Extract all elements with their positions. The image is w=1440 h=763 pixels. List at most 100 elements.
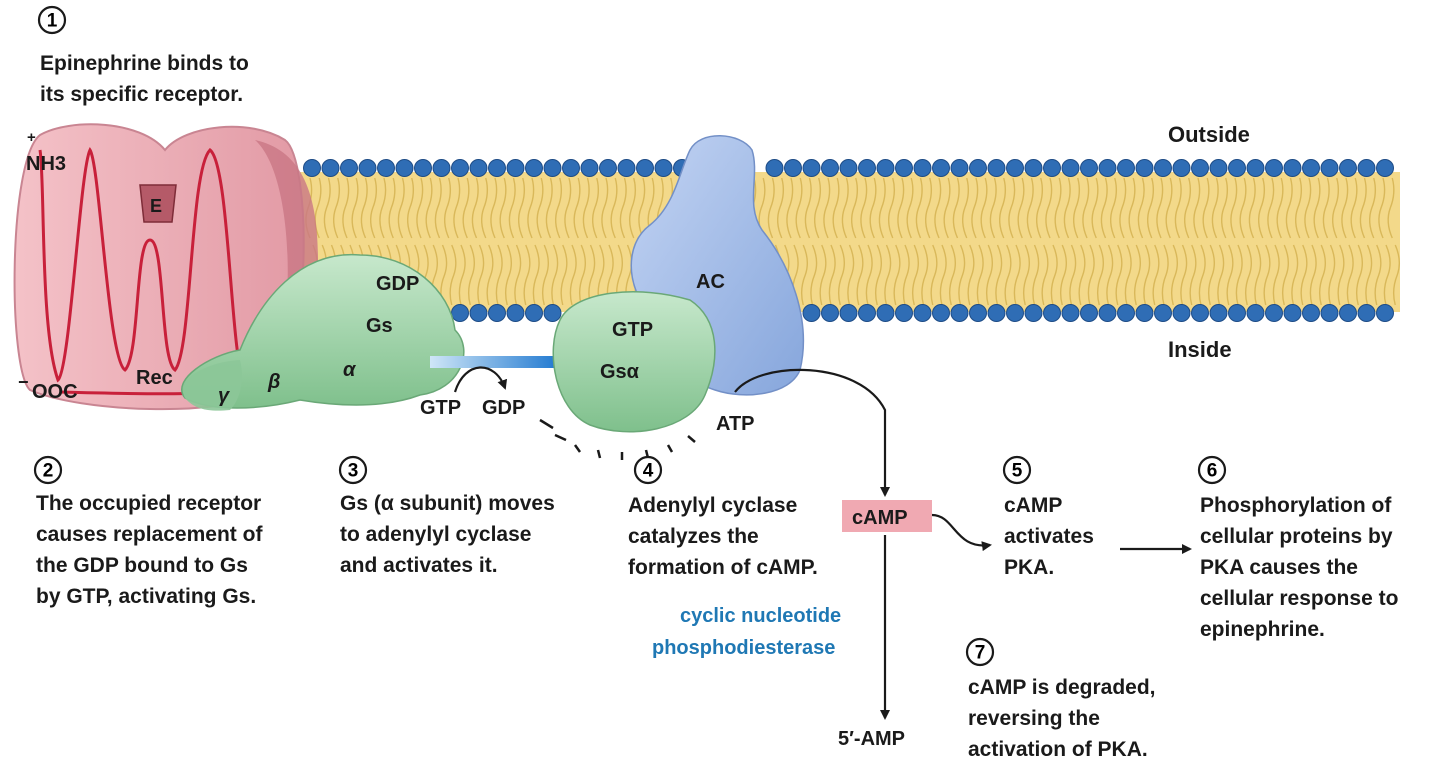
alpha-label: α [343,359,357,381]
lipid-tail [508,177,516,239]
lipid-tail [804,177,812,239]
lipid-tail [856,244,864,306]
lipid-tail [1248,177,1256,239]
lipid-head-bottom [1024,304,1043,322]
step-caption-line: Epinephrine binds to [40,52,249,75]
lipid-head-bottom [488,304,506,322]
lipid-tail [480,177,489,239]
gs-alpha-active [539,291,716,460]
pde-label-line-1: cyclic nucleotide [680,605,841,627]
lipid-tail [379,177,387,239]
activity-tick [687,435,696,443]
lipid-tail [416,177,424,239]
lipid-tail [471,177,479,239]
step-caption-line: cAMP is degraded, [968,676,1156,699]
step-caption-line: cellular proteins by [1200,525,1393,548]
lipid-tail [1346,244,1354,306]
lipid-tail [477,244,485,306]
lipid-tail [860,177,868,239]
lipid-tail [536,177,544,239]
lipid-head-bottom [1080,304,1098,322]
lipid-tail [985,244,994,306]
inside-label: Inside [1168,337,1232,362]
lipid-tail [1161,244,1169,306]
lipid-head-top [1302,159,1320,177]
lipid-head-bottom [1061,304,1080,322]
lipid-head-bottom [1228,304,1246,322]
lipid-tail [1069,244,1077,306]
step-number-text: 1 [47,11,58,32]
step-number: 2 [33,455,63,485]
lipid-tail [582,177,590,239]
lipid-tail [1355,244,1364,306]
gs-alpha-shape [552,291,716,433]
lipid-tail [800,244,809,306]
lipid-tail [342,177,350,239]
lipid-head-bottom [950,304,969,322]
lipid-tail [841,177,849,239]
lipid-tail [924,177,933,239]
lipid-tail [523,244,531,306]
lipid-head-bottom [506,304,525,322]
lipid-head-top [358,159,377,177]
lipid-tail [1257,177,1266,239]
lipid-head-bottom [1320,304,1339,322]
lipid-tail [869,177,877,239]
lipid-tail [1165,177,1173,239]
lipid-tail [1383,244,1391,306]
lipid-head-top [1043,159,1061,177]
lipid-tail [976,244,984,306]
atp-to-camp-arrow [734,368,890,497]
lipid-head-top [950,159,969,177]
lipid-head-top [636,159,654,177]
activity-tick [596,449,602,459]
lipid-head-bottom [1006,304,1024,322]
gamma-label: γ [218,385,231,407]
lipid-tail [1337,244,1345,306]
lipid-tail [1322,177,1330,239]
lipid-tail [551,244,559,306]
lipid-tail [1189,244,1197,306]
lipid-tail [1331,177,1340,239]
lipid-head-bottom [932,304,950,322]
gs-label: Gs [366,315,393,337]
lipid-tail [813,177,822,239]
lipid-head-top [1283,159,1302,177]
step-number: 7 [965,637,995,667]
lipid-tail [1276,177,1284,239]
lipid-tail [874,244,883,306]
lipid-tail [1004,244,1012,306]
lipid-tail [1230,177,1238,239]
lipid-tail [541,244,550,306]
lipid-tail [1300,244,1308,306]
lipid-head-top [654,159,673,177]
lipid-head-top [1024,159,1043,177]
lipid-tail [1226,244,1234,306]
lipid-tail [578,244,587,306]
lipid-head-top [932,159,950,177]
lipid-tail [490,177,498,239]
lipid-tail [971,177,979,239]
lipid-head-bottom [1265,304,1283,322]
lipid-head-bottom [451,304,469,322]
lipid-tail [1100,177,1108,239]
lipid-tail [1263,244,1271,306]
lipid-tail [434,177,442,239]
lipid-tail [1387,177,1395,239]
lipid-head-bottom [876,304,895,322]
step-number-text: 6 [1207,461,1218,482]
lipid-tail [865,244,873,306]
lipid-head-bottom [1283,304,1302,322]
lipid-tail [1072,177,1081,239]
lipid-tail [897,177,905,239]
lipid-tail [1193,177,1201,239]
activity-tick [666,444,674,453]
lipid-tail [1267,177,1275,239]
outside-label: Outside [1168,122,1250,147]
lipid-head-top [506,159,525,177]
lipid-head-bottom [543,304,562,322]
lipid-head-top [543,159,562,177]
lipid-head-bottom [913,304,932,322]
epinephrine-pocket [139,184,177,223]
lipid-tail [832,177,840,239]
